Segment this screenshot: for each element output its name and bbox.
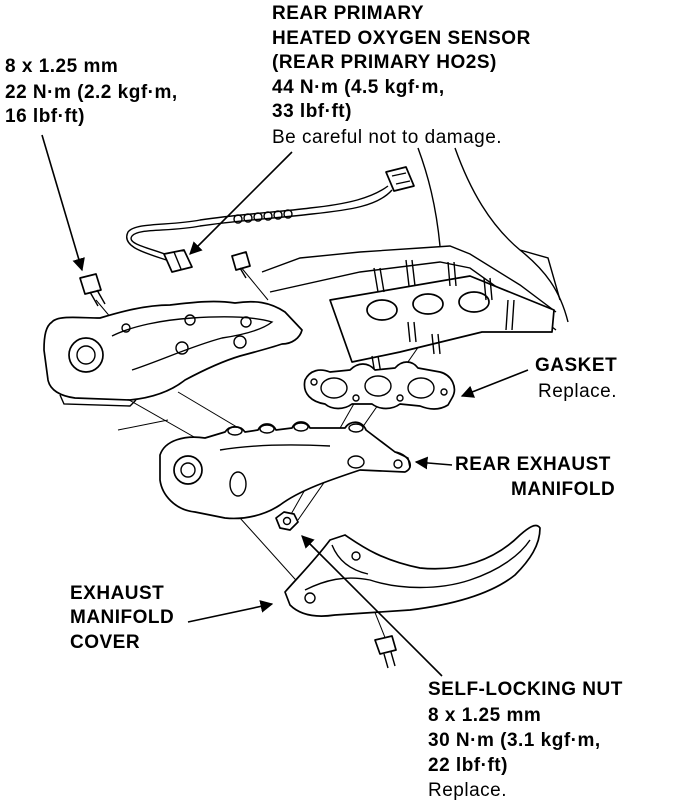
wire-protector-coil: [233, 209, 293, 224]
sensor-title-line1: REAR PRIMARY: [272, 3, 425, 24]
head-studs: [371, 259, 515, 375]
rear-exhaust-manifold: [159, 421, 412, 520]
sensor-wire-sheath: [125, 185, 389, 263]
cylinder-head: [261, 147, 569, 375]
sensor-wire: [130, 189, 393, 257]
exhaust-manifold-gasket: [303, 361, 456, 410]
bolt-torque-imperial: 16 lbf·ft): [5, 106, 85, 127]
sensor-connector: [385, 166, 415, 192]
head-exhaust-port: [458, 291, 490, 313]
gasket-title: GASKET: [535, 355, 618, 376]
manifold-leader-arrow: [414, 456, 453, 470]
self-locking-nut: [275, 511, 299, 531]
gasket-replace-note: Replace.: [538, 381, 617, 402]
nut-replace-note: Replace.: [428, 780, 507, 801]
nut-title: SELF-LOCKING NUT: [428, 679, 623, 700]
leader-lines: [41, 134, 529, 677]
bolt-torque-metric: 22 N·m (2.2 kgf·m,: [5, 82, 178, 103]
bolt-size: 8 x 1.25 mm: [5, 56, 119, 77]
cover-leader-arrow: [187, 600, 274, 623]
sensor-abbreviation: (REAR PRIMARY HO2S): [272, 52, 497, 73]
cover-lower-bolt: [374, 635, 397, 669]
manifold-title-line1: REAR EXHAUST: [455, 454, 611, 475]
nut-leader-arrow: [301, 535, 443, 677]
rear-primary-oxygen-sensor: [125, 166, 415, 273]
cover-title-line2: MANIFOLD: [70, 607, 175, 628]
bolt-leader-arrow: [41, 134, 85, 272]
exhaust-manifold-cover: [284, 524, 541, 617]
nut-torque-metric: 30 N·m (3.1 kgf·m,: [428, 730, 601, 751]
sensor-caution-note: Be careful not to damage.: [272, 127, 503, 148]
cover-mounting-bolt: [231, 251, 251, 279]
cover-title-line1: EXHAUST: [70, 583, 165, 604]
nut-torque-imperial: 22 lbf·ft): [428, 755, 508, 776]
sensor-torque-metric: 44 N·m (4.5 kgf·m,: [272, 77, 445, 98]
head-exhaust-port: [412, 293, 444, 315]
upper-mounting-bolt: [79, 273, 106, 307]
manifold-title-line2: MANIFOLD: [511, 479, 616, 500]
gasket-leader-arrow: [460, 369, 529, 398]
head-exhaust-port: [366, 299, 398, 321]
upper-heat-shield: [43, 300, 303, 407]
sensor-leader-arrow: [189, 151, 293, 255]
sensor-torque-imperial: 33 lbf·ft): [272, 101, 352, 122]
sensor-title-line2: HEATED OXYGEN SENSOR: [272, 28, 531, 49]
nut-size: 8 x 1.25 mm: [428, 705, 542, 726]
cover-title-line3: COVER: [70, 632, 141, 653]
